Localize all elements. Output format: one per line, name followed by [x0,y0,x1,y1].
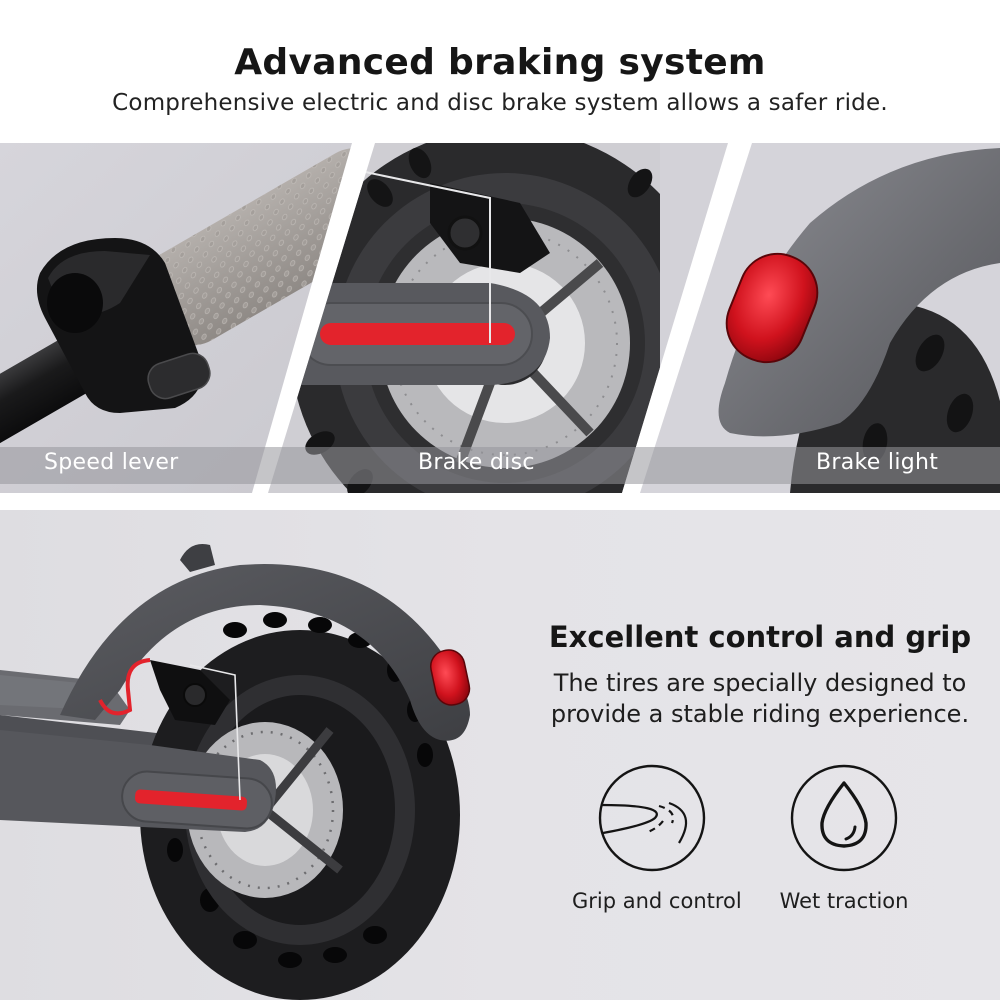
brake-light-label: Brake light [816,450,939,475]
feature-band: Speed lever Brake disc Brake light [0,143,1000,493]
panel-separators [252,143,752,493]
brake-disc-label: Brake disc [418,450,535,475]
feature-wet-traction-label: Wet traction [779,889,909,913]
grip-section-description: The tires are specially designed to prov… [520,668,1000,730]
description-line-2: provide a stable riding experience. [550,700,970,728]
page-title: Advanced braking system [234,42,766,83]
water-drop-icon [790,764,898,872]
feature-grip-control-label: Grip and control [572,889,742,913]
tail-light-photo-icon [640,143,1000,493]
road-curve-icon [598,764,706,872]
grip-section-title: Excellent control and grip [548,620,972,654]
brake-light-panel [640,143,1000,493]
page-subtitle: Comprehensive electric and disc brake sy… [112,90,888,116]
description-line-1: The tires are specially designed to [553,669,967,697]
feature-wet-traction: Wet traction [764,763,924,913]
grip-section: Excellent control and grip The tires are… [0,510,1000,1000]
header: Advanced braking system Comprehensive el… [0,0,1000,143]
label-strip [0,447,1000,484]
scooter-rear-wheel-image-icon [0,544,471,1000]
feature-grip-control: Grip and control [572,763,742,913]
speed-lever-label: Speed lever [44,450,179,475]
